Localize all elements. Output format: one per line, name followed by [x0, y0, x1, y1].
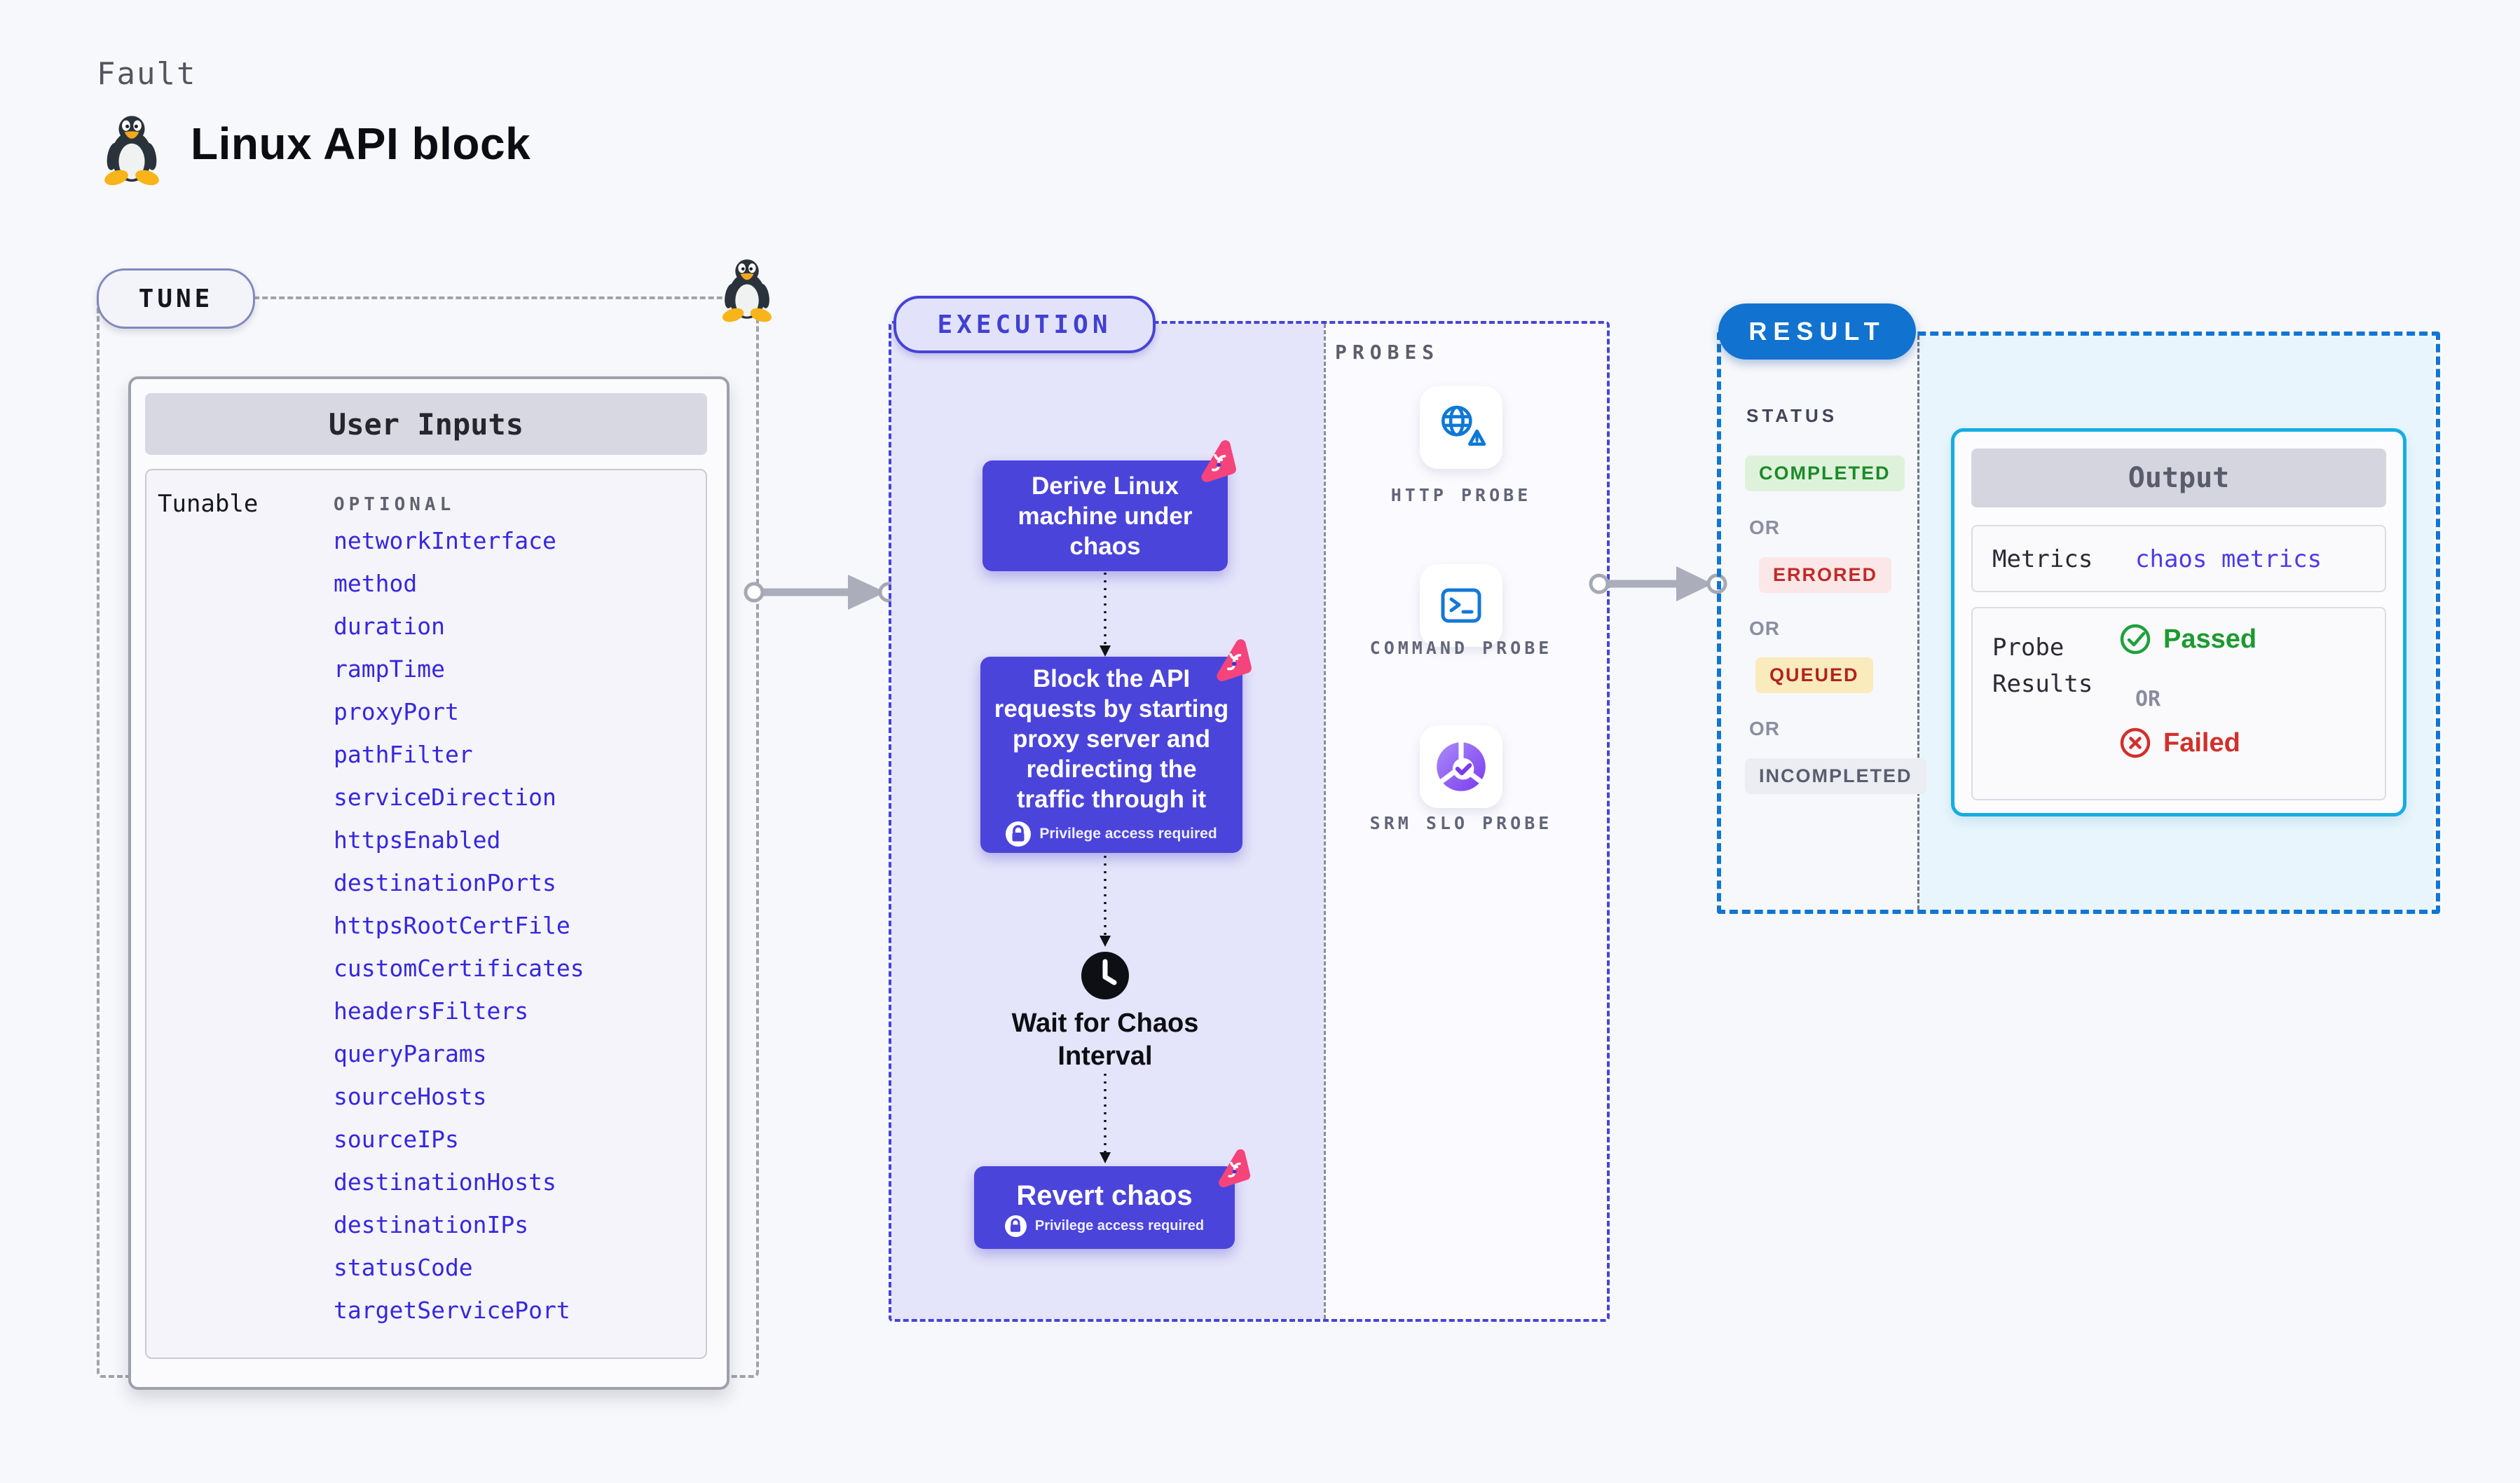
user-inputs-card: User Inputs Tunable OPTIONAL networkInte… — [128, 376, 730, 1390]
clock-icon — [1081, 952, 1129, 999]
param-item: httpsEnabled — [334, 826, 501, 854]
metrics-value: chaos metrics — [2135, 545, 2322, 573]
tunable-row-label: Tunable — [158, 490, 259, 518]
http-probe-card — [1420, 386, 1502, 469]
failed-text: Failed — [2163, 727, 2240, 758]
lock-icon — [1006, 821, 1032, 847]
srm-slo-probe-card — [1420, 725, 1502, 808]
status-heading: STATUS — [1746, 405, 1838, 426]
probes-panel — [1324, 324, 1607, 1319]
probe-results-label: Probe Results — [1992, 634, 2093, 698]
terminal-icon — [1441, 588, 1481, 623]
step-block-api: Block the API requests by starting proxy… — [980, 657, 1242, 853]
param-item: duration — [334, 613, 445, 640]
metrics-label: Metrics — [1992, 545, 2093, 573]
param-item: headersFilters — [334, 997, 529, 1025]
privilege-text: Privilege access required — [1034, 1217, 1205, 1233]
check-circle-icon — [2120, 624, 2151, 655]
fault-eyebrow: Fault — [97, 56, 197, 92]
wait-step-label: Wait for Chaos Interval — [1011, 1009, 1199, 1071]
tux-penguin-icon — [720, 259, 774, 322]
param-item: pathFilter — [334, 741, 473, 768]
failed-result: Failed — [2118, 726, 2240, 760]
or-separator: OR — [1749, 617, 1780, 639]
param-item: method — [334, 570, 418, 597]
status-badge-incompleted: INCOMPLETED — [1745, 758, 1926, 794]
step-revert-chaos: Revert chaos Privilege access required — [974, 1166, 1235, 1249]
param-item: httpsRootCertFile — [334, 912, 570, 939]
output-header: Output — [1971, 449, 2386, 507]
param-item: proxyPort — [334, 698, 459, 725]
page-title: Linux API block — [191, 118, 531, 169]
or-separator: OR — [1749, 517, 1780, 538]
metrics-row: Metrics chaos metrics — [1971, 525, 2386, 592]
or-separator: OR — [2135, 687, 2161, 711]
x-circle-icon — [2120, 727, 2151, 758]
status-badge-queued: QUEUED — [1755, 657, 1873, 693]
status-badge-completed: COMPLETED — [1745, 456, 1905, 491]
param-item: destinationHosts — [334, 1168, 556, 1196]
output-card: Output Metrics chaos metrics Probe Resul… — [1951, 428, 2406, 816]
tux-penguin-icon — [102, 116, 161, 186]
passed-text: Passed — [2163, 624, 2257, 654]
param-item: targetServicePort — [334, 1297, 570, 1324]
result-pill-label: RESULT — [1718, 303, 1916, 360]
param-item: sourceIPs — [334, 1126, 459, 1153]
command-probe-label: COMMAND PROBE — [1369, 638, 1553, 658]
step-derive-text: Derive Linux machine under chaos — [1018, 472, 1193, 560]
step-derive-machine: Derive Linux machine under chaos — [982, 460, 1228, 571]
globe-alert-icon — [1441, 405, 1486, 446]
probes-heading: PROBES — [1335, 341, 1440, 364]
chaos-triangle-icon — [1207, 636, 1253, 683]
param-item: serviceDirection — [334, 784, 556, 811]
probe-results-row: Probe Results Passed OR Failed — [1971, 607, 2386, 800]
tune-to-execution-arrow — [744, 575, 899, 610]
step-block-api-text: Block the API requests by starting proxy… — [994, 664, 1229, 813]
flow-arrow-1 — [1100, 573, 1111, 657]
optional-label: OPTIONAL — [334, 494, 456, 515]
http-probe-label: HTTP PROBE — [1390, 485, 1532, 505]
status-badge-errored: ERRORED — [1759, 557, 1892, 593]
param-item: customCertificates — [334, 955, 584, 982]
param-item: destinationPorts — [334, 869, 556, 896]
tune-pill-label: TUNE — [97, 268, 255, 329]
flow-arrow-2 — [1100, 856, 1111, 947]
tunables-box: Tunable OPTIONAL networkInterface method d… — [145, 469, 707, 1359]
privilege-text: Privilege access required — [1039, 825, 1217, 842]
chaos-triangle-icon — [1191, 437, 1238, 484]
user-inputs-header: User Inputs — [145, 393, 707, 455]
or-separator: OR — [1749, 718, 1780, 739]
flow-arrow-3 — [1100, 1074, 1111, 1163]
param-list: networkInterface method duration rampTime pr… — [334, 529, 584, 1323]
param-item: rampTime — [334, 655, 445, 683]
lock-icon — [1004, 1215, 1027, 1237]
execution-to-result-arrow — [1589, 566, 1727, 601]
step-revert-text: Revert chaos — [1016, 1180, 1193, 1211]
passed-result: Passed — [2118, 622, 2257, 656]
command-probe-card — [1420, 564, 1502, 647]
param-item: statusCode — [334, 1254, 473, 1281]
slo-pie-check-icon — [1437, 742, 1486, 791]
privilege-badge: Privilege access required — [1004, 1215, 1205, 1237]
param-item: networkInterface — [334, 527, 556, 554]
param-item: destinationIPs — [334, 1211, 529, 1238]
execution-pill-label: EXECUTION — [893, 296, 1156, 353]
privilege-badge: Privilege access required — [1006, 821, 1217, 847]
srm-slo-probe-label: SRM SLO PROBE — [1369, 813, 1553, 833]
param-item: queryParams — [334, 1040, 487, 1067]
param-item: sourceHosts — [334, 1083, 487, 1110]
chaos-triangle-icon — [1210, 1147, 1252, 1189]
